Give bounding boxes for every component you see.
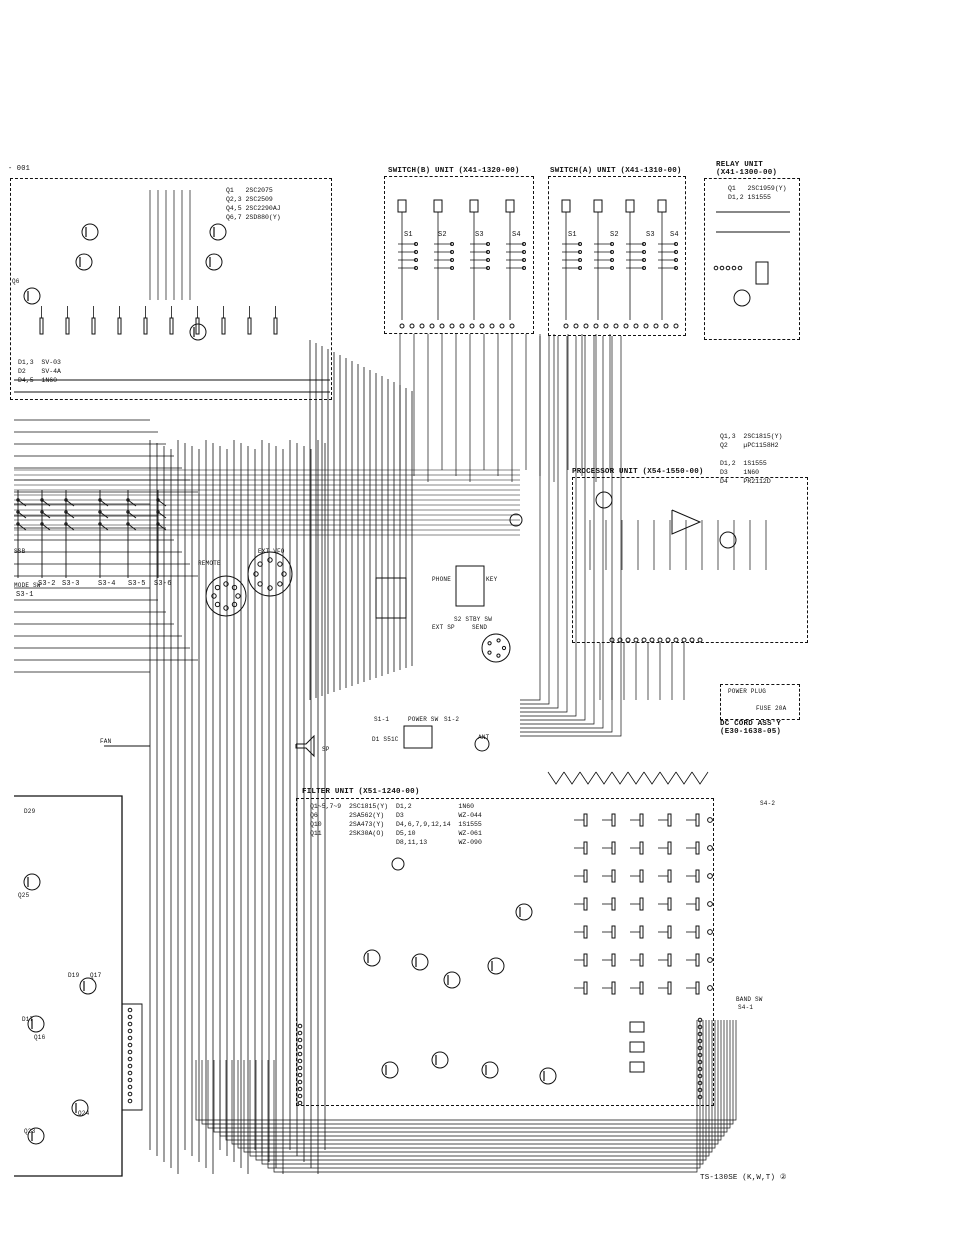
switch-b-s4: S4 bbox=[512, 231, 521, 239]
stby-sw-label: S2 STBY SW bbox=[454, 616, 493, 623]
mode-switch-s3-6: S3-6 bbox=[154, 580, 172, 588]
switch-b-s3: S3 bbox=[475, 231, 484, 239]
switch-b-s1: S1 bbox=[404, 231, 413, 239]
ref-d17: D17 bbox=[22, 1016, 34, 1023]
processor-unit-box bbox=[572, 477, 808, 643]
dc-cord-code: (E30-1638-05) bbox=[720, 728, 782, 736]
s4-2-label: S4-2 bbox=[760, 800, 776, 807]
fan-label: FAN bbox=[100, 738, 112, 745]
send-label: SEND bbox=[472, 624, 488, 631]
mode-sw-label: MODE SW bbox=[14, 582, 41, 589]
model-footer: TS-130SE (K,W,T) ② bbox=[700, 1174, 787, 1182]
phone-label: PHONE bbox=[432, 576, 452, 583]
dc-cord-box bbox=[720, 684, 800, 720]
ref-q23: Q23 bbox=[24, 1128, 36, 1135]
ext-sp-label: EXT SP bbox=[432, 624, 455, 631]
filter-parts-left: Q1~5,7~9 2SC1815(Y) Q6 2SA562(Y) Q10 2SA… bbox=[310, 803, 389, 837]
header-tag: - 001 bbox=[8, 165, 31, 173]
ref-q16: Q16 bbox=[34, 1034, 46, 1041]
band-sw-label: BAND SW bbox=[736, 996, 763, 1003]
fuse-label: FUSE 20A bbox=[756, 705, 787, 712]
s1-2-label: S1-2 bbox=[444, 716, 460, 723]
ssb-label: SSB bbox=[14, 548, 26, 555]
switch-b-unit-box bbox=[384, 176, 534, 334]
switch-a-s2: S2 bbox=[610, 231, 619, 239]
remote-label: REMOTE bbox=[198, 560, 221, 567]
processor-parts: Q1,3 2SC1815(Y) Q2 µPC1158H2 D1,2 1S1555… bbox=[720, 433, 783, 485]
ant-label: ANT bbox=[478, 734, 490, 741]
relay-unit-title: RELAY UNIT bbox=[716, 161, 764, 169]
mode-switch-s3-3: S3-3 bbox=[62, 580, 80, 588]
wiring-bus bbox=[14, 334, 737, 1174]
rf-unit-diodes: D1,3 SV-03 D2 SV-4A D4,5 1N60 bbox=[18, 359, 61, 384]
mode-switch-s3-1: S3-1 bbox=[16, 591, 34, 599]
mode-switch-s3-5: S3-5 bbox=[128, 580, 146, 588]
s1-1-label: S1-1 bbox=[374, 716, 390, 723]
switch-b-s2: S2 bbox=[438, 231, 447, 239]
processor-unit-title: PROCESSOR UNIT (X54-1550-00) bbox=[572, 468, 704, 476]
filter-parts-right: D1,2 1N60 D3 WZ-044 D4,6,7,9,12,14 1S155… bbox=[396, 803, 482, 846]
switch-a-unit-box bbox=[548, 176, 686, 336]
ext-vfo-label: EXT VFO bbox=[258, 548, 285, 555]
key-label: KEY bbox=[486, 576, 498, 583]
switch-a-s1: S1 bbox=[568, 231, 577, 239]
rf-unit-parts: Q1 2SC2075 Q2,3 2SC2509 Q4,5 2SC2290AJ Q… bbox=[226, 187, 281, 221]
power-sw-label: POWER SW bbox=[408, 716, 439, 723]
ref-d29: D29 bbox=[24, 808, 36, 815]
switch-a-s3: S3 bbox=[646, 231, 655, 239]
mode-switch-s3-2: S3-2 bbox=[38, 580, 56, 588]
ref-q25: Q25 bbox=[18, 892, 30, 899]
filter-unit-box bbox=[296, 798, 714, 1106]
switch-b-unit-title: SWITCH(B) UNIT (X41-1320-00) bbox=[388, 167, 520, 175]
switch-a-unit-title: SWITCH(A) UNIT (X41-1310-00) bbox=[550, 167, 682, 175]
d1-label: D1 S51C bbox=[372, 736, 399, 743]
ref-q17: Q17 bbox=[90, 972, 102, 979]
relay-unit-parts: Q1 2SC1959(Y) D1,2 1S1555 bbox=[728, 185, 787, 201]
relay-unit-box bbox=[704, 178, 800, 340]
mode-switch-s3-4: S3-4 bbox=[98, 580, 116, 588]
switch-a-s4: S4 bbox=[670, 231, 679, 239]
power-plug-label: POWER PLUG bbox=[728, 688, 767, 695]
sp-label: SP bbox=[322, 746, 330, 753]
ref-q6: Q6 bbox=[12, 278, 20, 285]
components bbox=[14, 190, 790, 1177]
ref-d19: D19 bbox=[68, 972, 80, 979]
dc-cord-title: DC CORD ASS'Y bbox=[720, 720, 782, 728]
ref-q24: Q24 bbox=[78, 1110, 90, 1117]
rf-unit-box bbox=[10, 178, 332, 400]
s4-1-label: S4-1 bbox=[738, 1004, 754, 1011]
relay-unit-code: (X41-1300-00) bbox=[716, 169, 778, 177]
filter-unit-title: FILTER UNIT (X51-1240-00) bbox=[302, 788, 420, 796]
